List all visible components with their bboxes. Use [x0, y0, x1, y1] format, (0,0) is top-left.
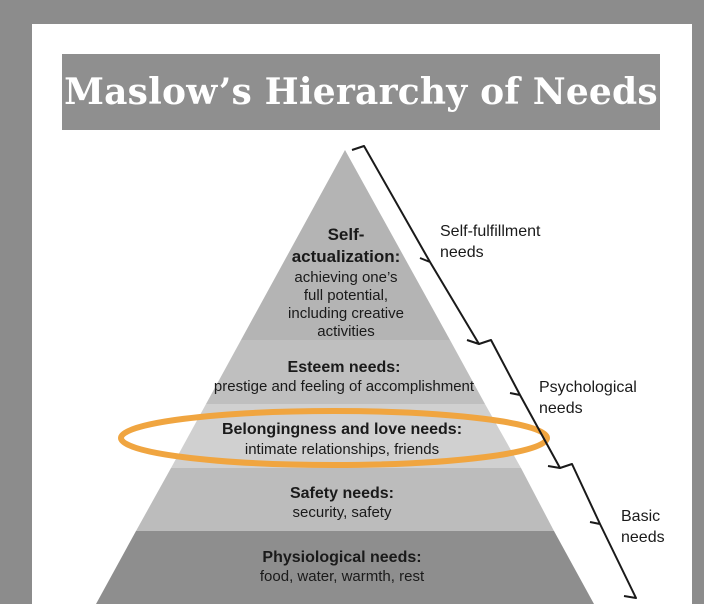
- physiological-title: Physiological needs:: [262, 549, 421, 566]
- highlight-ring: [118, 408, 550, 468]
- group-brackets: [351, 145, 637, 599]
- safety-title: Safety needs:: [290, 485, 394, 502]
- basic-label-1: Basic: [621, 508, 660, 525]
- self-actualization-title-2: actualization:: [292, 247, 401, 266]
- level-safety-text: Safety needs: security, safety: [290, 485, 394, 521]
- esteem-desc: prestige and feeling of accomplishment: [214, 378, 475, 395]
- tier-self-actualization: [241, 150, 450, 340]
- pyramid-tiers: [96, 150, 594, 604]
- self-actualization-desc-3: including creative: [288, 305, 404, 322]
- group-basic-label: Basic needs: [621, 508, 665, 546]
- level-physiological-text: Physiological needs: food, water, warmth…: [260, 549, 425, 585]
- title-bar: Maslow’s Hierarchy of Needs: [62, 54, 660, 130]
- safety-desc: security, safety: [293, 504, 392, 521]
- self-actualization-desc-1: achieving one’s: [294, 269, 397, 286]
- bracket-basic: [559, 463, 637, 599]
- self-actualization-title-1: Self-: [328, 225, 365, 244]
- page-title: Maslow’s Hierarchy of Needs: [64, 71, 658, 113]
- esteem-title: Esteem needs:: [288, 359, 401, 376]
- tier-safety: [136, 468, 554, 531]
- self-actualization-desc-4: activities: [317, 323, 375, 340]
- basic-label-2: needs: [621, 529, 665, 546]
- group-psychological-label: Psychological needs: [539, 379, 637, 417]
- self-actualization-desc-2: full potential,: [304, 287, 388, 304]
- self-fulfillment-label-1: Self-fulfillment: [440, 223, 541, 240]
- psychological-label-1: Psychological: [539, 379, 637, 396]
- psychological-label-2: needs: [539, 400, 583, 417]
- level-self-actualization-text: Self- actualization: achieving one’s ful…: [288, 225, 404, 340]
- tier-belongingness: [171, 404, 521, 468]
- belongingness-title: Belongingness and love needs:: [222, 421, 462, 438]
- tier-esteem: [206, 340, 485, 404]
- group-self-fulfillment-label: Self-fulfillment needs: [440, 223, 541, 261]
- physiological-desc: food, water, warmth, rest: [260, 568, 425, 585]
- self-fulfillment-label-2: needs: [440, 244, 484, 261]
- level-esteem-text: Esteem needs: prestige and feeling of ac…: [214, 359, 475, 395]
- level-belongingness-text: Belongingness and love needs: intimate r…: [222, 421, 462, 458]
- tier-physiological: [96, 531, 594, 604]
- belongingness-desc: intimate relationships, friends: [245, 441, 439, 458]
